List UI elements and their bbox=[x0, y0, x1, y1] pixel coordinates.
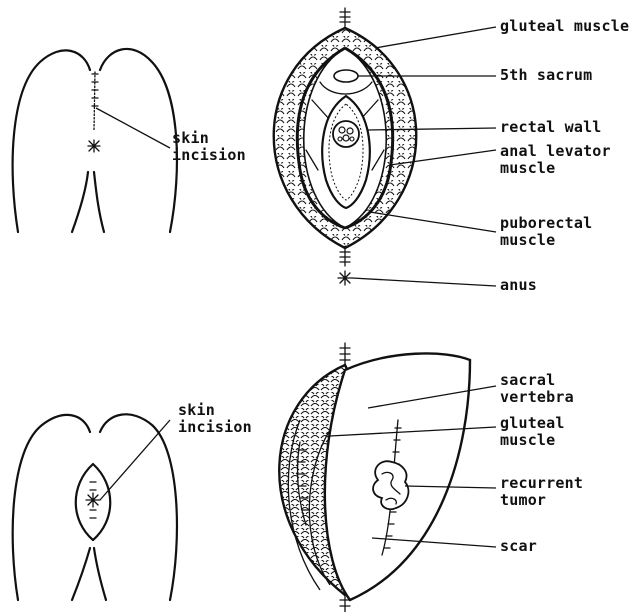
bottom-skin-incision-line1: skin bbox=[178, 402, 252, 419]
leader-bottom-skin-incision bbox=[100, 420, 170, 500]
label-sacral-vertebra: sacral vertebra bbox=[500, 372, 574, 406]
top-skin-incision-line bbox=[92, 72, 98, 130]
label-sacral-vertebra-line2: vertebra bbox=[500, 389, 574, 406]
bottom-skin-incision-label: skin incision bbox=[178, 402, 252, 436]
leader-puborectal bbox=[370, 212, 496, 232]
label-anus: anus bbox=[500, 277, 537, 294]
bottom-wound bbox=[279, 343, 470, 612]
label-5th-sacrum: 5th sacrum bbox=[500, 67, 592, 84]
top-skin-incision-line1: skin bbox=[172, 130, 246, 147]
label-anal-levator-line1: anal levator bbox=[500, 143, 611, 160]
label-recurrent-tumor-line1: recurrent bbox=[500, 475, 583, 492]
bottom-skin-incision-line2: incision bbox=[178, 419, 252, 436]
top-wound bbox=[274, 8, 417, 266]
bottom-buttocks-outline bbox=[13, 414, 177, 600]
label-sacral-vertebra-line1: sacral bbox=[500, 372, 574, 389]
top-skin-incision-line2: incision bbox=[172, 147, 246, 164]
top-anus-star bbox=[338, 271, 352, 285]
label-bottom-gluteal-line1: gluteal bbox=[500, 415, 565, 432]
label-recurrent-tumor: recurrent tumor bbox=[500, 475, 583, 509]
top-skin-incision-label: skin incision bbox=[172, 130, 246, 164]
label-anal-levator-muscle: anal levator muscle bbox=[500, 143, 611, 177]
label-puborectal-line2: muscle bbox=[500, 232, 592, 249]
label-anal-levator-line2: muscle bbox=[500, 160, 611, 177]
label-puborectal-muscle: puborectal muscle bbox=[500, 215, 592, 249]
top-anus-mark bbox=[88, 140, 100, 152]
bottom-skin-incision bbox=[76, 464, 111, 540]
label-bottom-gluteal-muscle: gluteal muscle bbox=[500, 415, 565, 449]
label-gluteal-muscle: gluteal muscle bbox=[500, 18, 629, 35]
leader-gluteal-muscle bbox=[375, 27, 496, 48]
leader-top-skin-incision bbox=[96, 108, 170, 148]
leader-anus bbox=[352, 278, 496, 286]
label-recurrent-tumor-line2: tumor bbox=[500, 492, 583, 509]
label-puborectal-line1: puborectal bbox=[500, 215, 592, 232]
label-scar: scar bbox=[500, 538, 537, 555]
label-rectal-wall: rectal wall bbox=[500, 119, 602, 136]
label-bottom-gluteal-line2: muscle bbox=[500, 432, 565, 449]
